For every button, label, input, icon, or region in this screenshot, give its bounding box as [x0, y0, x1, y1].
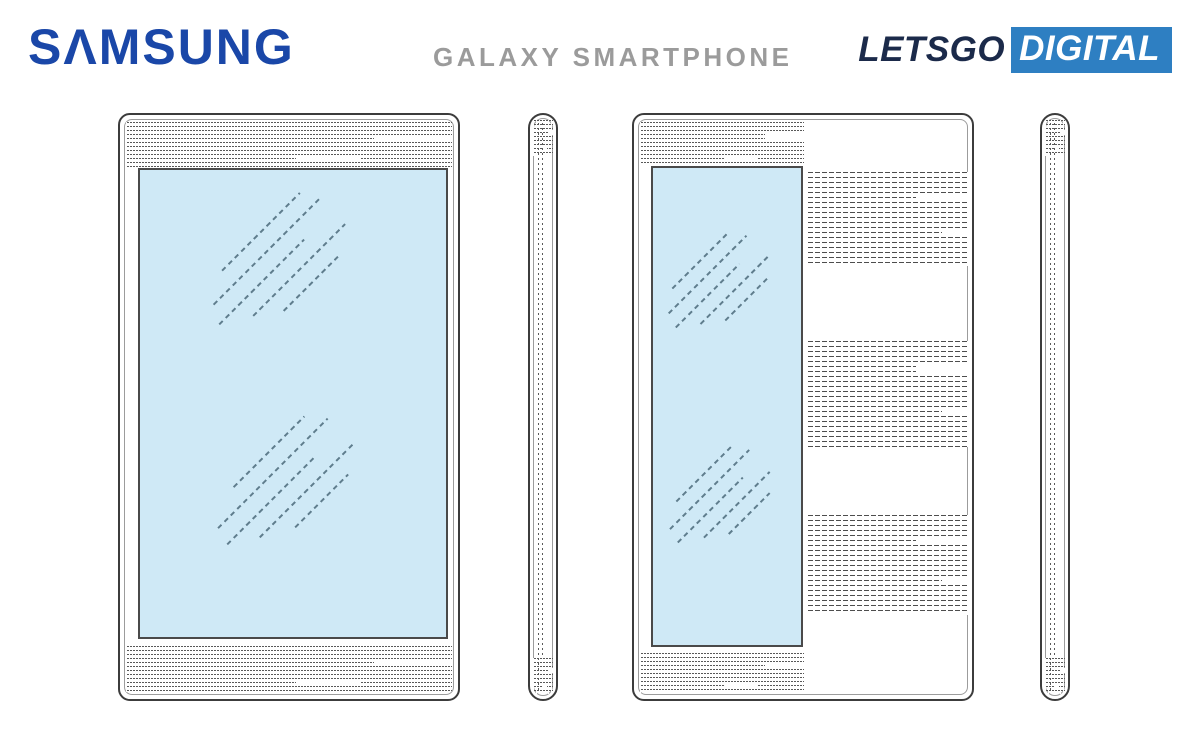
stipple-band-top	[1045, 120, 1065, 156]
screen-reflection	[654, 221, 788, 355]
digital-wordmark: DIGITAL	[1011, 27, 1172, 73]
letsgodigital-logo: LETSGO DIGITAL	[858, 27, 1172, 73]
figure-front-view-partial	[632, 113, 974, 701]
display-area	[138, 168, 448, 639]
greeked-text-block	[806, 341, 969, 447]
stipple-band-bottom	[533, 658, 553, 694]
bezel-outline	[533, 118, 553, 696]
stipple-band-bottom	[1045, 658, 1065, 694]
figure-front-view-full	[118, 113, 460, 701]
stipple-band-bottom	[126, 646, 453, 692]
dotted-edge-line	[538, 123, 539, 691]
reflection-line	[221, 192, 301, 272]
reflection-line	[226, 455, 317, 546]
stipple-band-bottom	[640, 653, 805, 693]
letsgo-wordmark: LETSGO	[858, 30, 1006, 69]
dotted-edge-line	[1050, 123, 1051, 691]
stipple-band-top	[533, 120, 553, 156]
page-title: GALAXY SMARTPHONE	[433, 42, 793, 72]
stipple-band-top	[126, 122, 453, 168]
screen-reflection	[201, 398, 385, 582]
reflection-line	[218, 238, 305, 326]
stipple-band-top	[640, 122, 805, 166]
figure-side-view-left	[528, 113, 558, 701]
reflection-line	[727, 492, 771, 535]
bezel-outline	[1045, 118, 1065, 696]
screen-reflection	[656, 436, 790, 570]
reflection-line	[724, 277, 769, 322]
reflection-line	[667, 234, 748, 315]
reflection-line	[294, 473, 349, 529]
figure-side-view-right	[1040, 113, 1070, 701]
greeked-text-block	[806, 515, 969, 615]
reflection-line	[252, 223, 346, 317]
reflection-line	[669, 449, 750, 530]
greeked-text-block	[806, 172, 969, 266]
display-area	[651, 166, 803, 647]
reflection-line	[259, 443, 354, 539]
screen-reflection	[193, 178, 377, 362]
samsung-logo: SΛMSUNG	[28, 19, 295, 75]
dotted-edge-line	[1054, 123, 1055, 691]
dotted-edge-line	[542, 123, 543, 691]
reflection-line	[282, 253, 341, 312]
